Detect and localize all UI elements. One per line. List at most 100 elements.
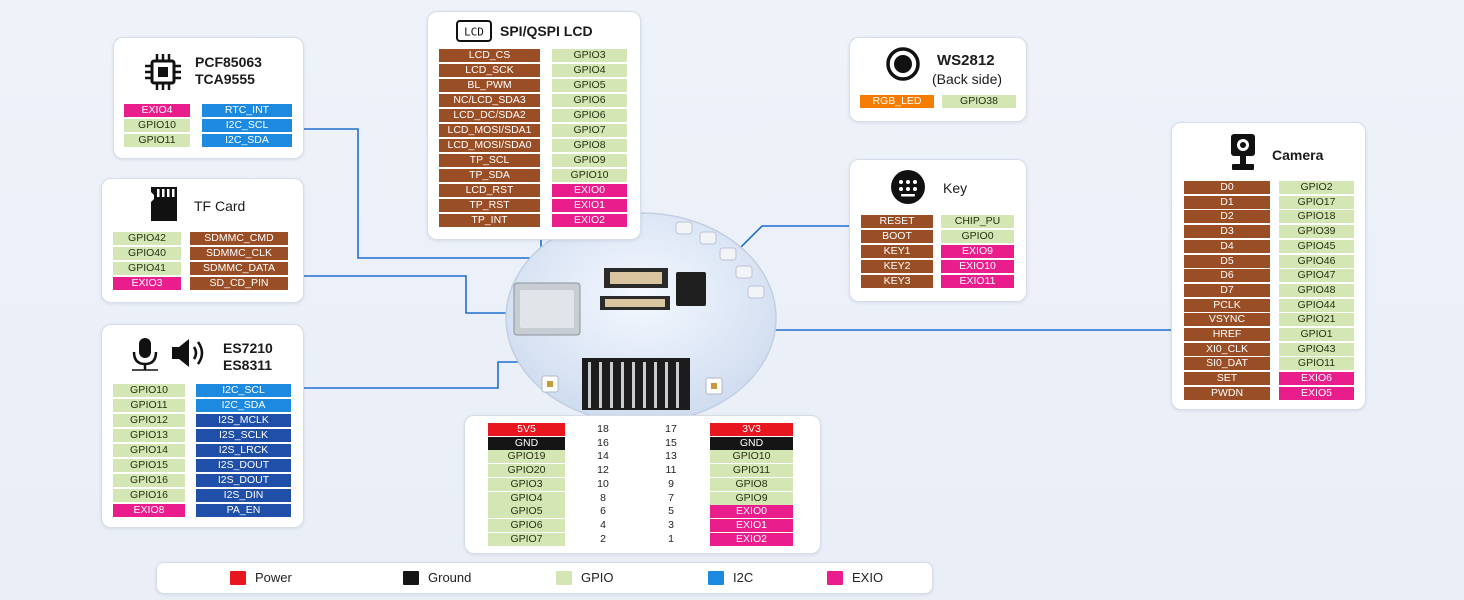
audio-pin-right: I2C_SDA	[196, 399, 291, 412]
header-pin-number-right: 13	[665, 450, 677, 463]
header-pin-label-left: GPIO4	[488, 491, 565, 505]
camera-pin-right: GPIO47	[1279, 269, 1354, 283]
header-pin-number-right: 3	[668, 518, 674, 531]
audio-pin-right: I2S_SCLK	[196, 429, 291, 442]
key-pin-right: CHIP_PU	[941, 215, 1014, 228]
camera-pin-right: EXIO6	[1279, 372, 1354, 386]
line-tf	[303, 275, 540, 314]
camera-pin-right: GPIO44	[1279, 298, 1354, 312]
camera-pin-left: D7	[1184, 283, 1270, 297]
tf-pin-left: GPIO40	[113, 247, 181, 260]
audio-pin-right: PA_EN	[196, 504, 291, 517]
camera-pin-right: GPIO48	[1279, 283, 1354, 297]
audio-pin-right: I2S_DOUT	[196, 459, 291, 472]
header-pin-number-left: 2	[600, 532, 606, 545]
header-pin-number-right: 17	[665, 423, 677, 435]
audio-pin-left: GPIO14	[113, 444, 185, 457]
sd-slot	[513, 282, 581, 336]
lcd-pin-right: GPIO9	[552, 154, 627, 167]
key-pin-left: KEY3	[861, 275, 933, 288]
legend-ground-swatch	[403, 571, 419, 585]
header-pin-label-right: GPIO9	[710, 491, 793, 505]
ic-chip	[676, 272, 706, 306]
rtc-pin-left: GPIO10	[124, 119, 190, 132]
header-pin-label-right: EXIO1	[710, 518, 793, 532]
tf-card-card: TF Card GPIO42 GPIO40 GPIO41 EXIO3 SDMMC…	[101, 178, 304, 303]
camera-pin-left: D4	[1184, 239, 1270, 253]
header-pin-number-left: 16	[597, 436, 609, 449]
header-pin-number-right: 1	[668, 532, 674, 545]
header-pin-label-left: 5V5	[488, 423, 565, 436]
header-pin-number-right: 9	[668, 477, 674, 490]
tf-pin-right: SDMMC_DATA	[190, 262, 288, 275]
camera-pin-left: D5	[1184, 254, 1270, 268]
camera-pin-right: GPIO1	[1279, 328, 1354, 341]
camera-pin-right: GPIO18	[1279, 210, 1354, 224]
camera-pin-right: EXIO5	[1279, 386, 1354, 400]
tf-pin-left: GPIO42	[113, 232, 181, 245]
header-pin-label-right: GPIO8	[710, 477, 793, 491]
rtc-title-1: PCF85063	[195, 54, 262, 70]
audio-pin-left: GPIO10	[113, 384, 185, 397]
camera-pin-left: HREF	[1184, 328, 1270, 341]
sd-card-icon	[151, 187, 177, 221]
audio-pin-right: I2C_SCL	[196, 384, 291, 397]
header-pin-number-right: 15	[665, 436, 677, 449]
line-rtc	[303, 128, 552, 259]
header-pin-number-left: 10	[597, 477, 609, 490]
audio-pin-left: GPIO16	[113, 489, 185, 502]
lcd-pin-left: LCD_RST	[439, 184, 540, 197]
legend-gpio-swatch	[556, 571, 572, 585]
header-pin-label-left: GND	[488, 436, 565, 450]
camera-pin-left: D0	[1184, 181, 1270, 194]
legend-exio-swatch	[827, 571, 843, 585]
lcd-icon: LCD	[456, 20, 492, 42]
key-pin-left: RESET	[861, 215, 933, 228]
camera-pin-left: PCLK	[1184, 298, 1270, 312]
lcd-pin-left: BL_PWM	[439, 79, 540, 92]
header-pin-label-right: GPIO11	[710, 464, 793, 478]
audio-title-1: ES7210	[223, 340, 273, 356]
tf-pin-left: EXIO3	[113, 277, 181, 290]
camera-pin-right: GPIO21	[1279, 313, 1354, 327]
lcd-pin-left: LCD_DC/SDA2	[439, 109, 540, 122]
header-pin-label-left: GPIO6	[488, 518, 565, 532]
lcd-pin-right: GPIO6	[552, 109, 627, 122]
audio-codec-card: ES7210 ES8311 GPIO10 GPIO11 GPIO12 GPIO1…	[101, 324, 304, 528]
legend-power-swatch	[230, 571, 246, 585]
tf-pin-right: SDMMC_CMD	[190, 232, 288, 245]
tf-pin-right: SDMMC_CLK	[190, 247, 288, 260]
header-pin-number-left: 4	[600, 518, 606, 531]
camera-pin-left: D1	[1184, 195, 1270, 209]
audio-pin-left: GPIO11	[113, 399, 185, 412]
audio-pin-left: GPIO13	[113, 429, 185, 442]
camera-pin-left: D2	[1184, 210, 1270, 224]
key-pin-right: EXIO9	[941, 245, 1014, 258]
camera-pin-left: SET	[1184, 372, 1270, 386]
header-pin-number-right: 7	[668, 491, 674, 504]
lcd-pin-left: LCD_MOSI/SDA0	[439, 139, 540, 152]
rtc-title-2: TCA9555	[195, 71, 255, 87]
side-buttons	[675, 221, 765, 299]
rtc-pin-right: RTC_INT	[202, 104, 292, 117]
header-pin-label-right: 3V3	[710, 423, 793, 436]
audio-pin-left: GPIO12	[113, 414, 185, 427]
lcd-card: LCD SPI/QSPI LCD LCD_CS LCD_SCK BL_PWM N…	[427, 11, 641, 240]
key-title: Key	[943, 180, 968, 196]
camera-pin-right: GPIO11	[1279, 357, 1354, 371]
lcd-pin-right: EXIO2	[552, 214, 627, 227]
ws-pin-right: GPIO38	[942, 95, 1016, 108]
camera-pin-left: D6	[1184, 269, 1270, 283]
tf-pin-right: SD_CD_PIN	[190, 277, 288, 290]
rtc-pin-right: I2C_SCL	[202, 119, 292, 132]
key-pin-right: GPIO0	[941, 230, 1014, 243]
header-pin-label-left: GPIO19	[488, 450, 565, 464]
lcd-pin-right: GPIO3	[552, 49, 627, 62]
audio-pin-left: GPIO15	[113, 459, 185, 472]
line-audio	[303, 361, 535, 389]
header-pin-label-left: GPIO3	[488, 477, 565, 491]
camera-pin-left: XI0_CLK	[1184, 342, 1270, 356]
lcd-pin-left: TP_RST	[439, 199, 540, 212]
